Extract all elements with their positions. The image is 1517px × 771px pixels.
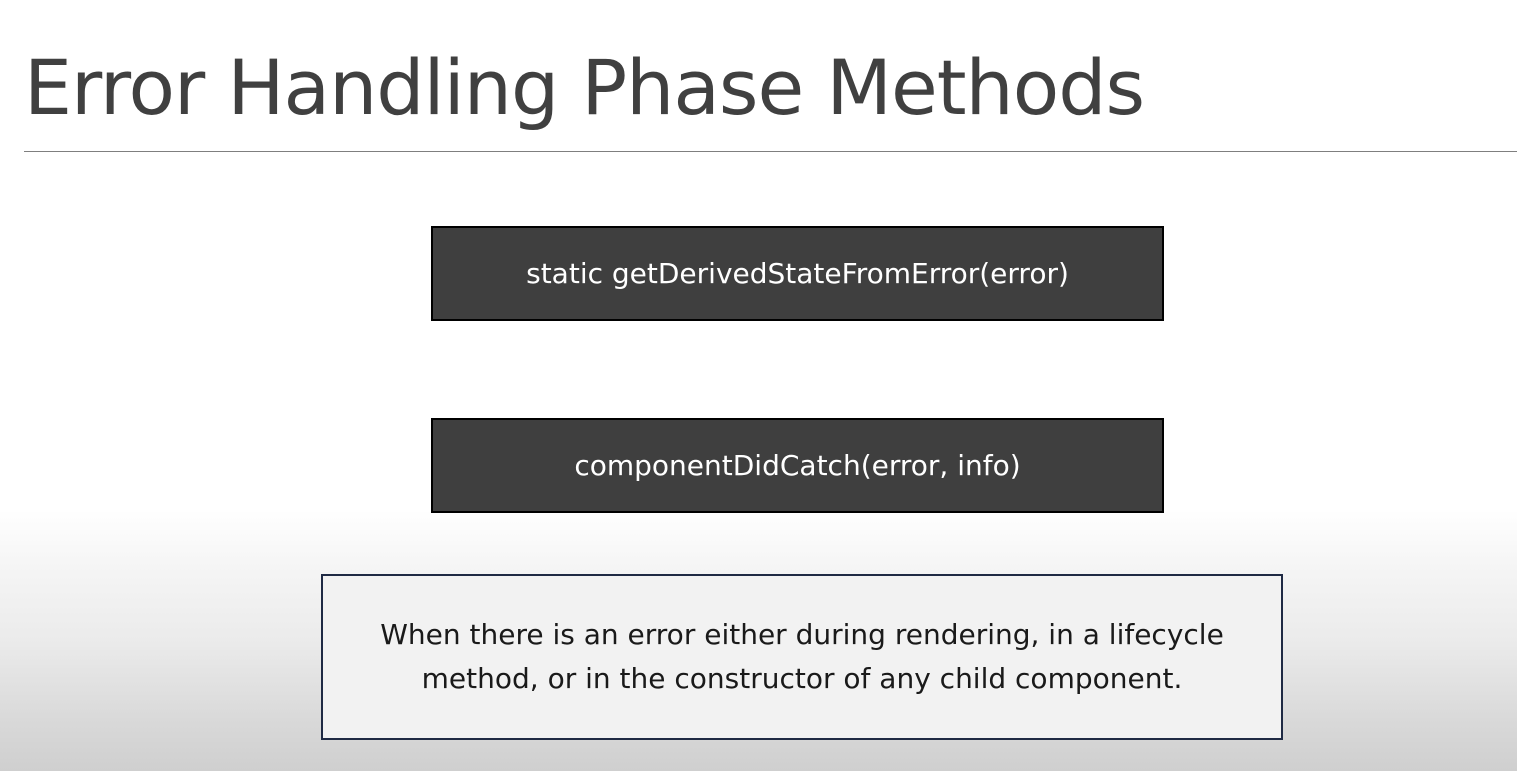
- method-box-component-did-catch: componentDidCatch(error, info): [431, 418, 1164, 513]
- description-line: method, or in the constructor of any chi…: [421, 662, 1183, 695]
- method-label: componentDidCatch(error, info): [574, 449, 1021, 482]
- slide-title: Error Handling Phase Methods: [24, 43, 1145, 132]
- description-line: When there is an error either during ren…: [380, 618, 1224, 651]
- description-text: When there is an error either during ren…: [380, 613, 1224, 701]
- method-box-get-derived-state-from-error: static getDerivedStateFromError(error): [431, 226, 1164, 321]
- title-divider: [24, 151, 1517, 152]
- method-label: static getDerivedStateFromError(error): [526, 257, 1069, 290]
- description-box: When there is an error either during ren…: [321, 574, 1283, 740]
